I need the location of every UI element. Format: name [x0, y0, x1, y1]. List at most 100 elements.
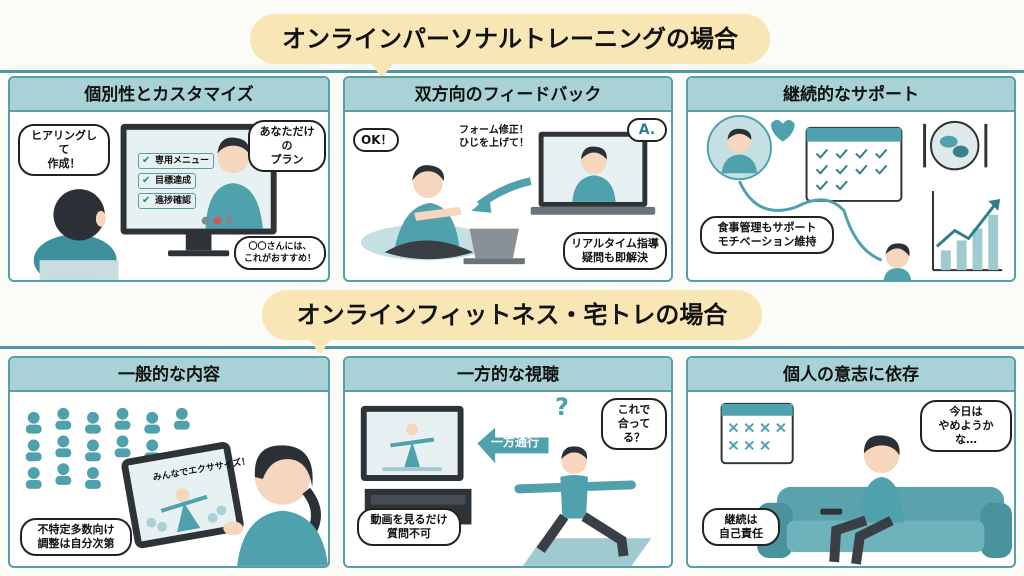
- section-title-personal-text: オンラインパーソナルトレーニングの場合: [282, 25, 738, 53]
- chart-bar: [940, 250, 951, 271]
- viewer-hair: [254, 445, 313, 487]
- bubble-self-responsibility: 継続は 自己責任: [702, 508, 780, 546]
- laptop-small: [469, 228, 519, 259]
- one-way-label: 一方通行: [490, 435, 539, 449]
- viewer-body: [237, 510, 328, 566]
- panel-title: 継続的なサポート: [688, 78, 1014, 112]
- section-title-personal: オンラインパーソナルトレーニングの場合: [250, 14, 770, 78]
- woman-arm: [414, 206, 462, 221]
- tv-instructor-head: [406, 423, 419, 436]
- section-band-top: [0, 70, 1024, 73]
- bubble-ok: OK！: [353, 128, 399, 152]
- bubble-is-this-right: これで 合ってる？: [601, 398, 667, 450]
- remote-icon: [820, 508, 843, 515]
- pill-tail: [308, 338, 332, 354]
- bubble-your-plan: あなただけの プラン: [248, 120, 326, 172]
- check-item: 目標達成: [138, 173, 197, 189]
- trainer-hair: [727, 128, 752, 140]
- one-way-arrow: [477, 427, 549, 464]
- client-head: [53, 189, 105, 241]
- bubble-general: 不特定多数向け 調整は自分次第: [20, 518, 132, 556]
- panel-title: 双方向のフィードバック: [345, 78, 671, 112]
- sitter-legs: [829, 515, 894, 565]
- trainer-hair: [217, 137, 250, 154]
- form-correction-text: フォーム修正！ ひじを上げて！: [459, 125, 529, 149]
- chart-bar: [988, 214, 999, 271]
- sofa-arm: [980, 502, 1013, 559]
- exerciser-head: [561, 448, 588, 475]
- calendar-header: [721, 403, 793, 416]
- bubble-quit-today: 今日は やめようかな…: [920, 400, 1012, 452]
- panel-illustration: [360, 405, 652, 566]
- panel-continuous-support: 継続的なサポート 食事: [686, 76, 1016, 282]
- exerciser-torso: [560, 475, 589, 519]
- section-title-fitness-text: オンラインフィットネス・宅トレの場合: [296, 301, 728, 329]
- panel-title: 一方的な視聴: [345, 358, 671, 392]
- panel-self-motivation: 個人の意志に依存 今日は やめようかな… 継続は 自己責任: [686, 356, 1016, 568]
- tv-instructor-body: [404, 441, 421, 468]
- trainer-head: [727, 129, 752, 154]
- chart-bar: [956, 240, 967, 271]
- tablet: [121, 441, 244, 549]
- panel-title: 一般的な内容: [10, 358, 328, 392]
- panel-illustration: [720, 402, 1013, 565]
- section-band-bottom: [0, 346, 1024, 349]
- support-path: [738, 180, 883, 262]
- monitor-stand: [185, 234, 212, 251]
- panel-illustration: [360, 131, 656, 265]
- calendar-icon: [720, 402, 794, 465]
- bubble-watch-only: 動画を見るだけ 質問不可: [357, 508, 461, 546]
- panel-illustration: [706, 114, 1003, 280]
- sitter-hair: [863, 435, 900, 456]
- laptop-base: [530, 206, 656, 215]
- trend-line: [935, 202, 998, 248]
- exerciser-legs: [536, 512, 629, 557]
- trainer-body: [572, 175, 616, 202]
- laptop-small-base: [463, 258, 525, 265]
- exerciser-hair: [561, 446, 588, 460]
- crowd-icons: [25, 407, 190, 489]
- panel-illustration: [33, 123, 277, 280]
- trainer-head: [581, 148, 607, 175]
- panel-general-content: 一般的な内容: [8, 356, 330, 568]
- woman-hair: [412, 165, 445, 182]
- heart-icon: [770, 119, 795, 142]
- viewer-hand: [223, 521, 244, 536]
- client-hair: [885, 243, 910, 257]
- trainer-body: [721, 154, 758, 174]
- trainer-head: [217, 141, 249, 174]
- call-end-button: [213, 216, 222, 225]
- bubble-realtime: リアルタイム指導 疑問も即解決: [563, 232, 667, 270]
- panel-title: 個別性とカスタマイズ: [10, 78, 328, 112]
- pill-tail: [370, 62, 394, 78]
- check-item: 専用メニュー: [138, 153, 215, 169]
- client-body: [883, 268, 912, 280]
- question-mark: ?: [555, 393, 569, 421]
- chair: [39, 260, 119, 280]
- panel-two-way-feedback: 双方向のフィードバック OK！ フォーム修正！ ひじを上げて！ A. リアルタイ…: [343, 76, 673, 282]
- food-item: [952, 145, 969, 158]
- tv-mat: [382, 467, 442, 472]
- section-title-fitness: オンラインフィットネス・宅トレの場合: [262, 290, 762, 354]
- woman-head: [413, 168, 443, 198]
- bubble-support: 食事管理もサポート モチベーション維持: [700, 216, 834, 254]
- bubble-recommend: 〇〇さんには、 これがおすすめ！: [234, 236, 326, 270]
- woman-legs: [384, 240, 474, 260]
- bubble-answer: A.: [627, 118, 667, 142]
- calendar-checks: [815, 148, 888, 191]
- panel-illustration: [25, 407, 328, 566]
- panel-title: 個人の意志に依存: [688, 358, 1014, 392]
- chart-bar: [972, 228, 983, 271]
- panel-individuality: 個別性とカスタマイズ ヒアリングして 作成！ あなただけの プラン 専用メニュー…: [8, 76, 330, 282]
- calendar-crosses: [728, 422, 786, 451]
- client-ear: [95, 210, 106, 227]
- sitter-body: [859, 477, 904, 523]
- trend-arrowhead: [988, 198, 1001, 211]
- knife-icon: [984, 123, 988, 168]
- trainer-hair: [581, 146, 607, 160]
- calendar-header: [806, 127, 902, 142]
- monitor-base: [168, 250, 230, 257]
- food-item: [939, 135, 958, 148]
- trainer-body: [205, 183, 263, 229]
- panel-one-way-viewing: 一方的な視聴 一方通行 ? これで 合ってる？ 動画を見るだけ 質問不可: [343, 356, 673, 568]
